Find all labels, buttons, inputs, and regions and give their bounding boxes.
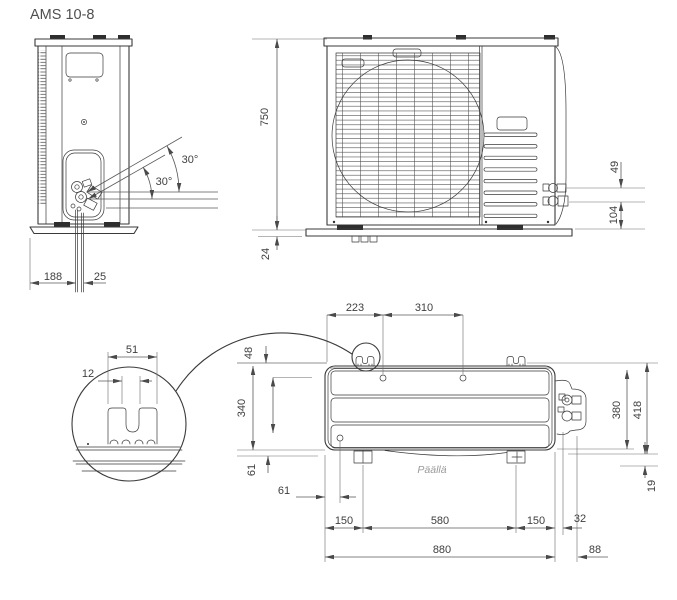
fan-grille-border	[335, 52, 481, 218]
plan-view: Päällä 223 310 48 340 61	[236, 302, 658, 562]
callout-leader-curve	[175, 332, 353, 392]
dim-front-hole-vertical: 61	[246, 464, 258, 476]
plan-front-hole-dim: 61	[278, 441, 356, 562]
front-foot	[337, 225, 363, 230]
plan-pipe-cover	[554, 379, 587, 435]
grille-badge	[341, 58, 365, 68]
dim-foot-from-left: 150	[335, 515, 353, 527]
side-top-tab	[50, 35, 65, 40]
dim-pipe-spacing: 49	[609, 161, 621, 173]
front-top-tab	[363, 35, 372, 40]
front-top-tab	[456, 35, 466, 40]
front-left-dims: 750 24	[252, 38, 327, 260]
plan-right-dims: 380 418 19	[527, 362, 658, 492]
dim-depth-inner: 380	[611, 401, 623, 419]
side-foot	[104, 222, 120, 227]
plan-foot	[506, 450, 526, 464]
plan-panel-band	[330, 370, 550, 396]
front-body	[326, 45, 556, 226]
screw	[484, 220, 488, 224]
dim-total-width: 880	[433, 544, 451, 556]
plan-foot-mark	[511, 451, 523, 463]
side-base-plate	[29, 226, 139, 235]
dim-bracket-width: 51	[126, 344, 138, 356]
front-foot	[497, 225, 523, 230]
side-fin-hatch	[38, 50, 46, 204]
dim-pipe-offset-small: 32	[574, 513, 586, 525]
plan-panel-band	[330, 397, 550, 423]
plan-hole	[379, 374, 387, 382]
dim-depth-outer: 418	[632, 401, 644, 419]
side-foot	[54, 222, 70, 227]
dim-angle-upper: 30°	[182, 154, 199, 166]
dim-bracket-offset: 48	[243, 347, 255, 359]
plan-pipe-fittings	[557, 393, 582, 422]
screw	[95, 78, 99, 82]
front-view: 750 24 49 104	[252, 35, 645, 260]
dim-pipe-height: 104	[608, 206, 620, 224]
plan-body-inner	[327, 368, 553, 448]
dim-height: 750	[259, 108, 271, 126]
dim-hole-from-left: 223	[346, 302, 364, 314]
plan-top-dims: 223 310	[326, 302, 464, 374]
dim-pipe-offset: 25	[94, 271, 106, 283]
dim-front-hole-horizontal: 61	[278, 485, 290, 497]
plan-hole	[336, 434, 344, 442]
front-right-dims: 49 104	[566, 161, 645, 230]
plan-left-dims: 48 340 61	[236, 346, 327, 476]
dim-angle-lower: 30°	[156, 176, 173, 188]
screw-center	[83, 121, 85, 123]
side-pipe-valves	[70, 178, 103, 212]
plan-bottom-dims: 150 580 150 32 880 88	[325, 432, 608, 562]
side-view: 30° 30° 188 25	[29, 35, 218, 293]
side-top-tab	[118, 35, 130, 40]
front-drain-fittings	[351, 235, 378, 243]
plan-panel-band	[330, 424, 550, 449]
front-louvers	[483, 132, 538, 218]
plan-mounting-bracket	[506, 356, 526, 367]
front-top-cap	[323, 37, 559, 47]
screw	[332, 220, 336, 224]
detail-bracket	[72, 407, 186, 472]
callout-circle-small	[351, 342, 381, 372]
dim-foot-from-right: 150	[527, 515, 545, 527]
dim-pipe-offset-large: 88	[589, 544, 601, 556]
fan-grille	[336, 53, 480, 217]
screw	[546, 220, 550, 224]
front-panel-badge	[496, 116, 528, 131]
side-top-tab	[93, 35, 106, 40]
page-title: AMS 10-8	[30, 7, 94, 23]
detail-callout: 51 12	[71, 332, 381, 482]
screw	[68, 78, 72, 82]
side-bottom-dims: 188 25	[29, 238, 106, 290]
dim-hole-spacing: 310	[415, 302, 433, 314]
front-base-plate	[305, 228, 573, 237]
plan-body	[324, 365, 556, 451]
callout-circle-large	[71, 366, 187, 482]
front-side-moulding	[555, 46, 567, 225]
grille-handle	[392, 48, 422, 58]
dim-foot-height: 24	[260, 248, 272, 260]
dim-slot-width: 12	[82, 368, 94, 380]
dim-foot-protrusion: 19	[646, 480, 658, 492]
side-top-cap	[34, 38, 133, 47]
side-pipes-down	[75, 209, 84, 293]
front-top-tab	[544, 35, 555, 40]
plan-mounting-bracket	[355, 356, 375, 367]
dim-foot-spacing: 580	[431, 515, 449, 527]
side-label-plate	[65, 52, 104, 78]
detail-dims: 51 12	[82, 344, 158, 404]
plan-hole	[459, 374, 467, 382]
side-angle-construction: 30° 30°	[86, 136, 218, 209]
plan-base-edge	[384, 450, 508, 457]
dim-depth: 340	[236, 399, 248, 417]
dim-base-width: 188	[44, 271, 62, 283]
screw	[81, 119, 87, 125]
surface-label: Päällä	[417, 464, 446, 476]
